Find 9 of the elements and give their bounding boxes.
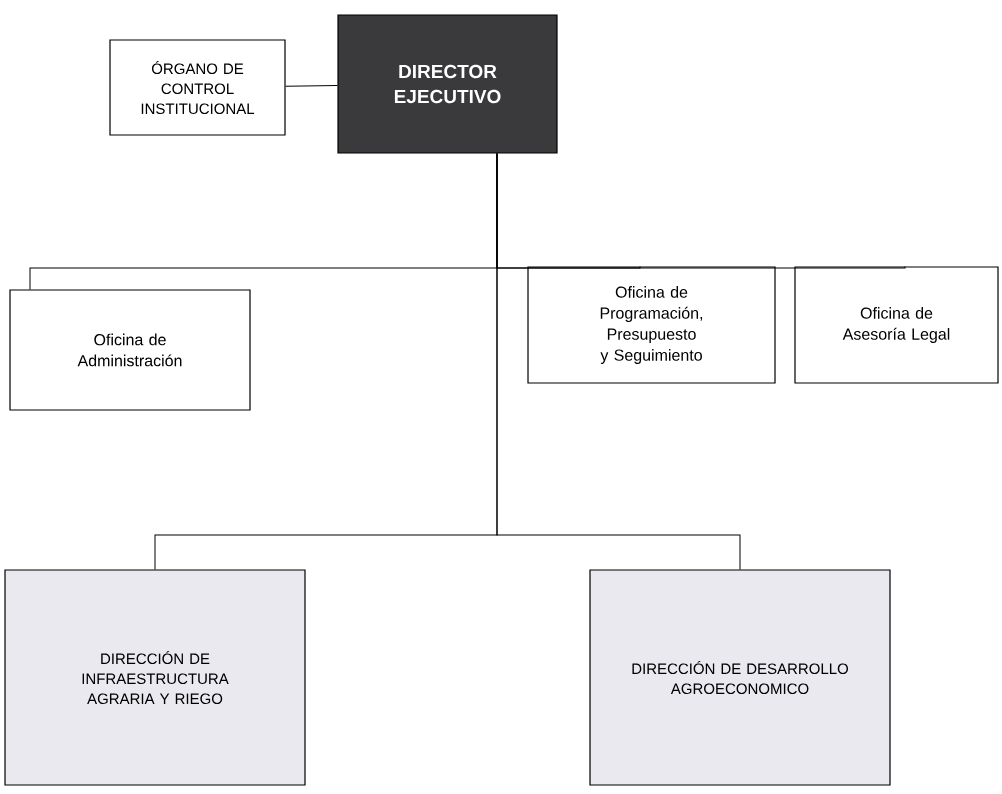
org-box: ÓRGANO DE CONTROL INSTITUCIONAL: [109, 39, 286, 136]
org-box: DIRECCIÓN DE DESARROLLO AGROECONOMICO: [589, 569, 891, 786]
org-box: Oficina de Administración: [9, 289, 251, 411]
connector-line: [496, 153, 741, 570]
org-box: Oficina de Asesoría Legal: [794, 266, 999, 384]
connector-line: [285, 85, 338, 87]
org-box: DIRECTOR EJECUTIVO: [337, 14, 558, 154]
org-box: DIRECCIÓN DE INFRAESTRUCTURA AGRARIA Y RIEGO: [4, 569, 306, 786]
org-box: Oficina de Programación, Presupuesto y Seguimiento: [527, 266, 776, 384]
